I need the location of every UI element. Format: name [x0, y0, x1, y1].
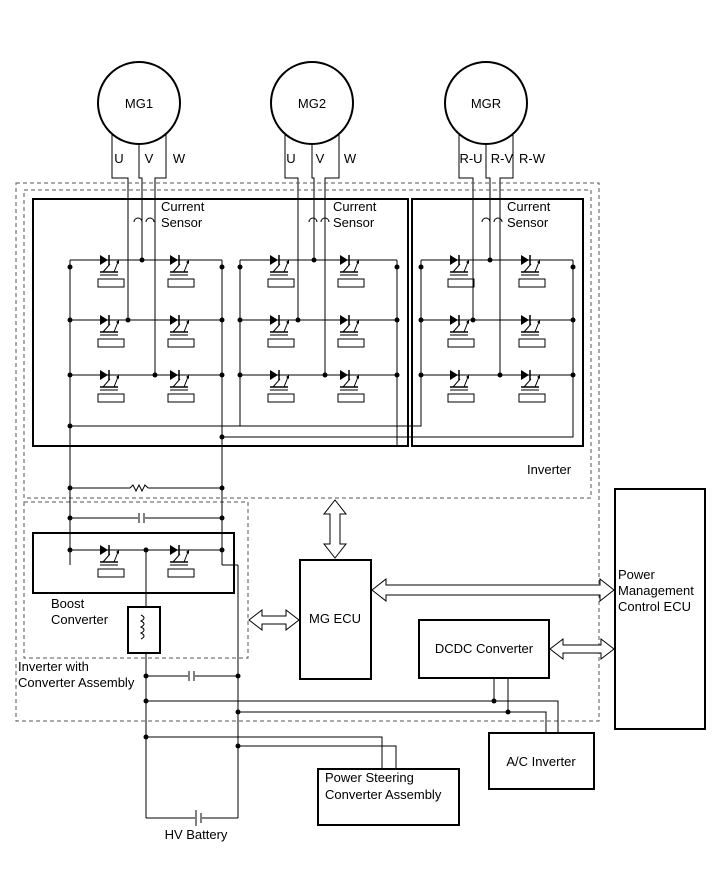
reactor [127, 606, 161, 654]
pm-label-1: Power [618, 567, 656, 582]
mgr-phase-rv: R-V [491, 151, 514, 166]
current-sensor-label-6: Sensor [507, 215, 549, 230]
mgr-inverter-box [411, 198, 584, 447]
mg2-label: MG2 [298, 96, 326, 111]
mg1-phase-v: V [145, 151, 154, 166]
current-sensor-label-3: Current [333, 199, 377, 214]
dcdc-label: DCDC Converter [435, 641, 534, 656]
mg2-phase-w: W [344, 151, 357, 166]
mg1-mg2-inverter-box [32, 198, 409, 447]
mg1-label: MG1 [125, 96, 153, 111]
arrow-boost-mgecu [248, 608, 300, 632]
dcdc-converter: DCDC Converter [418, 619, 550, 679]
power-management-ecu: Power Management Control ECU [614, 488, 706, 730]
mgr-switch-grid [70, 254, 576, 440]
mgr-phase-ru: R-U [459, 151, 482, 166]
mg1-switch-grid [67, 254, 225, 445]
arrow-dcdc-pmecu [549, 637, 615, 661]
current-sensor-mg1: Current Sensor [133, 199, 205, 230]
arrow-mgecu-pmecu [371, 577, 615, 603]
current-sensor-label-1: Current [161, 199, 205, 214]
mg1-phase-w: W [173, 151, 186, 166]
assembly-label-1: Inverter with [18, 659, 89, 674]
boost-boundary [23, 501, 249, 659]
mgr-phase-rw: R-W [519, 151, 546, 166]
current-sensor-label-5: Current [507, 199, 551, 214]
mg2-phase-u: U [286, 151, 295, 166]
ac-inverter: A/C Inverter [488, 732, 595, 790]
current-sensor-mgr: Current Sensor [481, 199, 551, 230]
inverter-label: Inverter [527, 462, 572, 477]
mg2-motor: MG2 [270, 61, 354, 145]
inverter-boundary [23, 189, 592, 499]
ps-label-1: Power Steering [325, 770, 414, 785]
boost-label-2: Converter [51, 612, 109, 627]
phase-wires [111, 135, 514, 375]
pm-label-2: Management [618, 583, 694, 598]
mg1-phase-u: U [114, 151, 123, 166]
mgr-motor: MGR [444, 61, 528, 145]
ac-inverter-label: A/C Inverter [506, 754, 576, 769]
mgr-label: MGR [471, 96, 501, 111]
assembly-label-2: Converter Assembly [18, 675, 135, 690]
arrow-inverter-mgecu [322, 499, 348, 559]
current-sensor-mg2: Current Sensor [308, 199, 377, 230]
pm-label-3: Control ECU [618, 599, 691, 614]
hv-battery-label: HV Battery [165, 827, 228, 842]
boost-label-1: Boost [51, 596, 85, 611]
dc-bus [67, 426, 225, 565]
mg2-switch-grid [237, 254, 400, 445]
lower-wiring [143, 564, 559, 826]
current-sensor-label-4: Sensor [333, 215, 375, 230]
mg2-phase-v: V [316, 151, 325, 166]
mg-ecu-label: MG ECU [309, 611, 361, 626]
power-steering-converter: Power Steering Converter Assembly [317, 768, 460, 826]
mg-ecu: MG ECU [299, 559, 372, 680]
mg1-motor: MG1 [97, 61, 181, 145]
ps-label-2: Converter Assembly [325, 787, 442, 802]
current-sensor-label-2: Sensor [161, 215, 203, 230]
